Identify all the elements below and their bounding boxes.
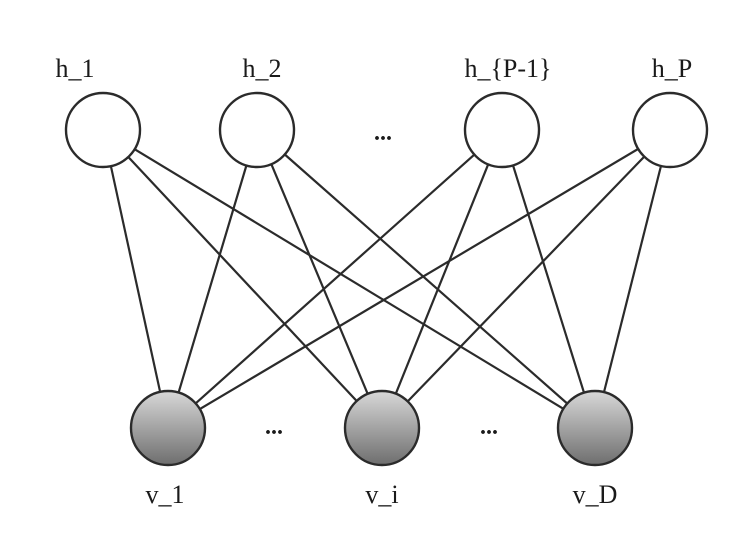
edge-hP1-vD — [511, 164, 586, 394]
edge-hP1-vi — [394, 163, 490, 395]
visible-label-vD: v_D — [573, 480, 618, 509]
edge-h2-vD — [284, 153, 568, 405]
edge-hP1-v1 — [194, 153, 476, 405]
hidden-label-hP: h_P — [652, 54, 692, 83]
visible-ellipsis-right: ... — [480, 414, 498, 440]
hidden-node-h2 — [218, 91, 296, 169]
edge-hP-v1 — [199, 147, 639, 411]
edge-h2-vi — [270, 163, 369, 395]
hidden-layer: h_1 h_2 h_{P-1} h_P ... — [56, 54, 709, 169]
visible-label-vi: v_i — [365, 480, 398, 509]
edge-h1-vi — [127, 156, 358, 402]
edges-layer — [109, 147, 663, 411]
hidden-node-hP-1 — [463, 91, 541, 169]
edge-hP-vD — [602, 165, 663, 393]
edge-hP-vi — [406, 155, 646, 403]
hidden-node-hP — [631, 91, 709, 169]
visible-layer: v_1 v_i v_D ... ... — [129, 389, 634, 509]
hidden-label-h2: h_2 — [243, 54, 282, 83]
visible-ellipsis-left: ... — [265, 414, 283, 440]
hidden-label-h1: h_1 — [56, 54, 95, 83]
edge-h2-v1 — [177, 165, 248, 393]
edge-h1-v1 — [109, 165, 162, 393]
visible-node-vi — [343, 389, 421, 467]
hidden-node-h1 — [64, 91, 142, 169]
hidden-label-hP-1: h_{P-1} — [464, 54, 551, 83]
edge-h1-vD — [134, 148, 564, 410]
hidden-ellipsis: ... — [374, 120, 392, 146]
visible-label-v1: v_1 — [146, 480, 185, 509]
visible-node-v1 — [129, 389, 207, 467]
visible-node-vD — [556, 389, 634, 467]
